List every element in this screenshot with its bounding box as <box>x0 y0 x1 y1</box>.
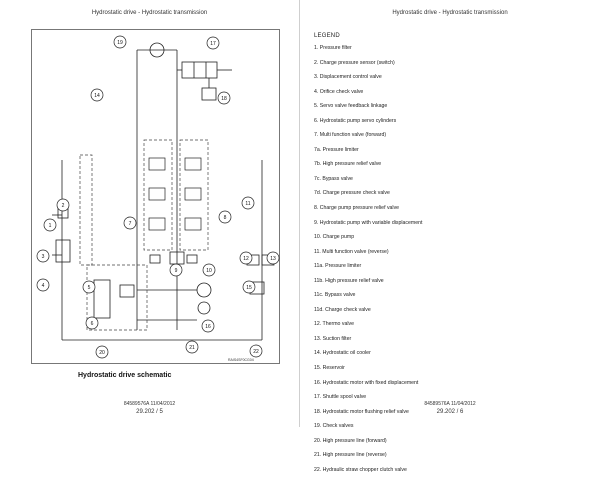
legend-item: 12. Thermo valve <box>314 321 354 328</box>
legend-item: 4. Orifice check valve <box>314 88 364 95</box>
page-header: Hydrostatic drive - Hydrostatic transmis… <box>91 10 208 16</box>
legend-item: 7d. Charge pressure check valve <box>314 190 390 197</box>
left-page: Hydrostatic drive - Hydrostatic transmis… <box>0 0 300 427</box>
callout-16: 16 <box>205 324 211 330</box>
legend-item: 20. High pressure line (forward) <box>314 437 387 444</box>
figure-code: RAIS4SF0CG04 <box>228 358 254 362</box>
page-header: Hydrostatic drive - Hydrostatic transmis… <box>392 10 508 16</box>
legend-item: 16. Hydrostatic motor with fixed displac… <box>314 379 419 386</box>
right-page: Hydrostatic drive - Hydrostatic transmis… <box>300 0 600 473</box>
callout-18: 18 <box>221 96 227 102</box>
callout-5: 5 <box>88 285 91 291</box>
callout-17: 17 <box>210 41 216 47</box>
callout-10: 10 <box>206 268 212 274</box>
callout-15: 15 <box>246 285 252 291</box>
callout-14: 14 <box>94 93 100 99</box>
legend-item: 22. Hydraulic straw chopper clutch valve <box>314 466 407 473</box>
callout-13: 13 <box>270 256 276 262</box>
callout-2: 2 <box>62 203 65 209</box>
legend-item: 15. Reservoir <box>314 365 345 372</box>
callout-6: 6 <box>91 321 94 327</box>
legend-item: 18. Hydrostatic motor flushing relief va… <box>314 408 409 415</box>
legend-item: 11. Multi function valve (reverse) <box>314 248 389 255</box>
legend-item: 3. Displacement control valve <box>314 74 382 81</box>
callout-8: 8 <box>224 215 227 221</box>
callout-11: 11 <box>245 201 250 207</box>
legend-item: 2. Charge pressure sensor (switch) <box>314 59 395 66</box>
legend-item: 6. Hydrostatic pump servo cylinders <box>314 117 397 124</box>
figure-caption: Hydrostatic drive schematic <box>78 372 172 379</box>
callout-3: 3 <box>42 254 45 260</box>
legend-title: LEGEND <box>314 33 340 39</box>
page-footer: 84589576A 11/04/2012 29.202 / 6 <box>300 400 600 416</box>
legend-item: 21. High pressure line (reverse) <box>314 452 387 459</box>
footer-doc-ref: 84589576A 11/04/2012 <box>424 401 476 407</box>
callout-22: 22 <box>253 349 259 355</box>
callout-19: 19 <box>117 40 123 46</box>
callout-1: 1 <box>49 223 52 229</box>
legend-item: 7a. Pressure limiter <box>314 146 359 153</box>
legend-item: 11d. Charge check valve <box>314 306 371 313</box>
legend-item: 10. Charge pump <box>314 234 355 241</box>
legend-item: 17. Shuttle spool valve <box>314 394 367 401</box>
legend-item: 13. Suction filter <box>314 335 352 342</box>
legend-item: 14. Hydrostatic oil cooler <box>314 350 371 357</box>
callout-9: 9 <box>175 268 178 274</box>
footer-doc-ref: 84589576A 11/04/2012 <box>123 401 176 407</box>
callout-7: 7 <box>129 221 132 227</box>
legend-item: 5. Servo valve feedback linkage <box>314 103 388 110</box>
legend-item: 11c. Bypass valve <box>314 292 356 299</box>
legend-item: 8. Charge pump pressure relief valve <box>314 205 400 212</box>
page-footer: 84589576A 11/04/2012 29.202 / 5 <box>0 400 299 416</box>
legend-item: 7c. Bypass valve <box>314 175 353 182</box>
hydrostatic-schematic: 19 17 14 18 7 8 9 10 11 12 13 <box>31 29 280 364</box>
callout-20: 20 <box>99 350 105 356</box>
legend-item: 11b. High pressure relief valve <box>314 277 384 284</box>
callout-4: 4 <box>42 283 45 289</box>
legend-item: 19. Check valves <box>314 423 354 430</box>
legend-item: 7b. High pressure relief valve <box>314 161 382 168</box>
legend-item: 11a. Pressure limiter <box>314 263 362 270</box>
footer-page-number: 29.202 / 5 <box>136 409 163 415</box>
legend-item: 7. Multi function valve (forward) <box>314 132 387 139</box>
legend-item: 9. Hydrostatic pump with variable displa… <box>314 219 423 226</box>
callout-21: 21 <box>189 345 195 351</box>
schematic-svg: 19 17 14 18 7 8 9 10 11 12 13 <box>36 35 280 362</box>
footer-page-number: 29.202 / 6 <box>436 409 464 415</box>
callout-12: 12 <box>243 256 249 262</box>
legend-item: 1. Pressure filter <box>314 45 352 51</box>
